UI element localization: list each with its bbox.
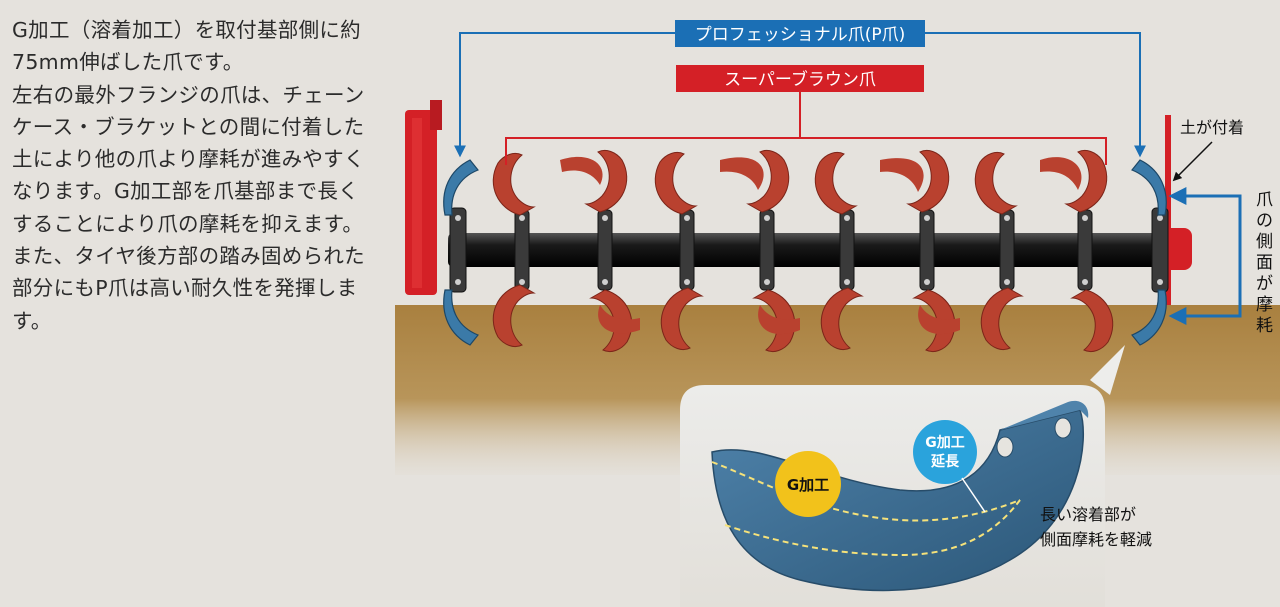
description-text: G加工（溶着加工）を取付基部側に約75mm伸ばした爪です。 左右の最外フランジの… <box>12 14 372 337</box>
p-blade-text: プロフェッショナル爪(P爪) <box>695 25 906 45</box>
g-extension-leader <box>961 477 986 513</box>
bolts <box>455 215 1163 285</box>
p-blade-left-arrow <box>454 32 675 158</box>
description-paragraph-3: また、タイヤ後方部の踏み固められた部分にもP爪は高い耐久性を発揮します。 <box>12 244 365 333</box>
long-weld-line2: 側面摩耗を軽減 <box>1040 530 1152 549</box>
flanges <box>449 207 1169 293</box>
rotor-shaft <box>448 233 1168 267</box>
g-process-text: G加工 <box>787 476 829 494</box>
super-brown-text: スーパーブラウン爪 <box>724 69 876 90</box>
soil-adhered-label: 土が付着 <box>1180 118 1244 137</box>
p-blades <box>443 159 1167 346</box>
description-paragraph-2: 左右の最外フランジの爪は、チェーンケース・ブラケットとの間に付着した土により他の… <box>12 82 365 236</box>
description-paragraph-1: G加工（溶着加工）を取付基部側に約75mm伸ばした爪です。 <box>12 18 361 75</box>
super-brown-label: スーパーブラウン爪 <box>676 65 924 92</box>
p-blade-label: プロフェッショナル爪(P爪) <box>675 20 925 47</box>
soil-adhered-arrow <box>1172 141 1213 182</box>
super-brown-bracket <box>505 137 1107 165</box>
g-extension-badge: G加工 延長 <box>913 420 986 513</box>
g-extension-line2: 延長 <box>930 453 960 470</box>
bracket <box>1165 115 1192 305</box>
p-blade-right-arrow <box>925 32 1146 158</box>
blade-side-label: 爪 の 側 面 が 摩 耗 <box>1256 190 1278 336</box>
super-brown-blades <box>492 149 1114 353</box>
g-process-badge: G加工 <box>775 451 841 517</box>
side-wear-bracket <box>1168 187 1242 325</box>
chain-case <box>405 100 442 295</box>
g-extension-line1: G加工 <box>925 435 965 451</box>
long-weld-line1: 長い溶着部が <box>1040 505 1136 524</box>
